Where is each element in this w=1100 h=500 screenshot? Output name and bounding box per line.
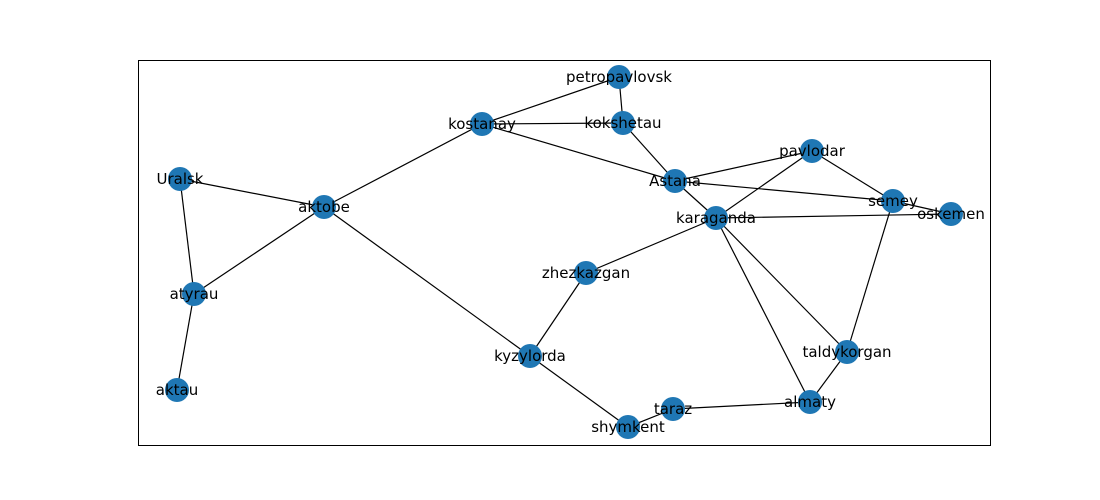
- node-label-taraz: taraz: [654, 400, 692, 418]
- edge-kostanay-kokshetau: [481, 122, 624, 125]
- node-label-astana: Astana: [649, 172, 701, 190]
- node-almaty: [798, 390, 822, 414]
- node-label-taldykorgan: taldykorgan: [802, 343, 891, 361]
- node-label-pavlodar: pavlodar: [779, 142, 846, 160]
- node-petropavlovsk: [607, 65, 631, 89]
- edges-layer: [176, 76, 952, 428]
- node-label-aktobe: aktobe: [298, 198, 350, 216]
- edge-semey-taldykorgan: [846, 200, 894, 353]
- node-label-kostanay: kostanay: [448, 115, 516, 133]
- node-uralsk: [168, 167, 192, 191]
- node-label-karaganda: karaganda: [676, 209, 756, 227]
- node-taldykorgan: [835, 340, 859, 364]
- edge-astana-semey: [674, 180, 894, 202]
- edge-karaganda-almaty: [715, 217, 811, 403]
- node-shymkent: [616, 415, 640, 439]
- node-karaganda: [704, 206, 728, 230]
- node-kokshetau: [611, 111, 635, 135]
- node-kyzylorda: [518, 344, 542, 368]
- node-taraz: [661, 397, 685, 421]
- edge-astana-pavlodar: [674, 150, 813, 182]
- node-astana: [663, 169, 687, 193]
- node-label-atyrau: atyrau: [170, 285, 219, 303]
- edge-uralsk-atyrau: [179, 178, 195, 295]
- edge-petropavlovsk-kostanay: [481, 76, 620, 125]
- node-zhezkazgan: [574, 261, 598, 285]
- node-kostanay: [470, 112, 494, 136]
- labels-layer: petropavlovsk kokshetau kostanay pavlodarAs…: [156, 68, 985, 436]
- edge-shymkent-kyzylorda: [529, 355, 629, 428]
- node-semey: [881, 189, 905, 213]
- edge-pavlodar-karaganda: [715, 150, 813, 219]
- edge-aktobe-uralsk: [179, 178, 325, 208]
- edge-karaganda-taldykorgan: [715, 217, 848, 353]
- edge-kokshetau-astana: [622, 122, 676, 182]
- edge-kyzylorda-aktobe: [323, 206, 531, 357]
- edge-pavlodar-semey: [811, 150, 894, 202]
- node-label-oskemen: oskemen: [917, 205, 985, 223]
- edge-atyrau-aktau: [176, 293, 195, 391]
- node-label-zhezkazgan: zhezkazgan: [542, 264, 630, 282]
- node-label-kokshetau: kokshetau: [584, 114, 661, 132]
- node-label-kyzylorda: kyzylorda: [494, 347, 566, 365]
- node-aktobe: [312, 195, 336, 219]
- nodes-layer: [165, 65, 963, 439]
- node-oskemen: [939, 202, 963, 226]
- node-label-petropavlovsk: petropavlovsk: [566, 68, 672, 86]
- edge-kyzylorda-zhezkazgan: [529, 272, 587, 357]
- edge-aktobe-atyrau: [193, 206, 325, 295]
- node-label-uralsk: Uralsk: [156, 170, 203, 188]
- plot-frame: [138, 60, 991, 446]
- node-label-shymkent: shymkent: [591, 418, 665, 436]
- edge-karaganda-zhezkazgan: [585, 217, 717, 274]
- node-label-almaty: almaty: [784, 393, 836, 411]
- edge-kostanay-astana: [481, 123, 676, 182]
- edge-kostanay-aktobe: [323, 123, 483, 208]
- node-label-semey: semey: [868, 192, 918, 210]
- edge-karaganda-oskemen: [715, 213, 952, 219]
- node-pavlodar: [800, 139, 824, 163]
- node-label-aktau: aktau: [156, 381, 198, 399]
- node-atyrau: [182, 282, 206, 306]
- edge-almaty-taraz: [672, 401, 811, 410]
- node-aktau: [165, 378, 189, 402]
